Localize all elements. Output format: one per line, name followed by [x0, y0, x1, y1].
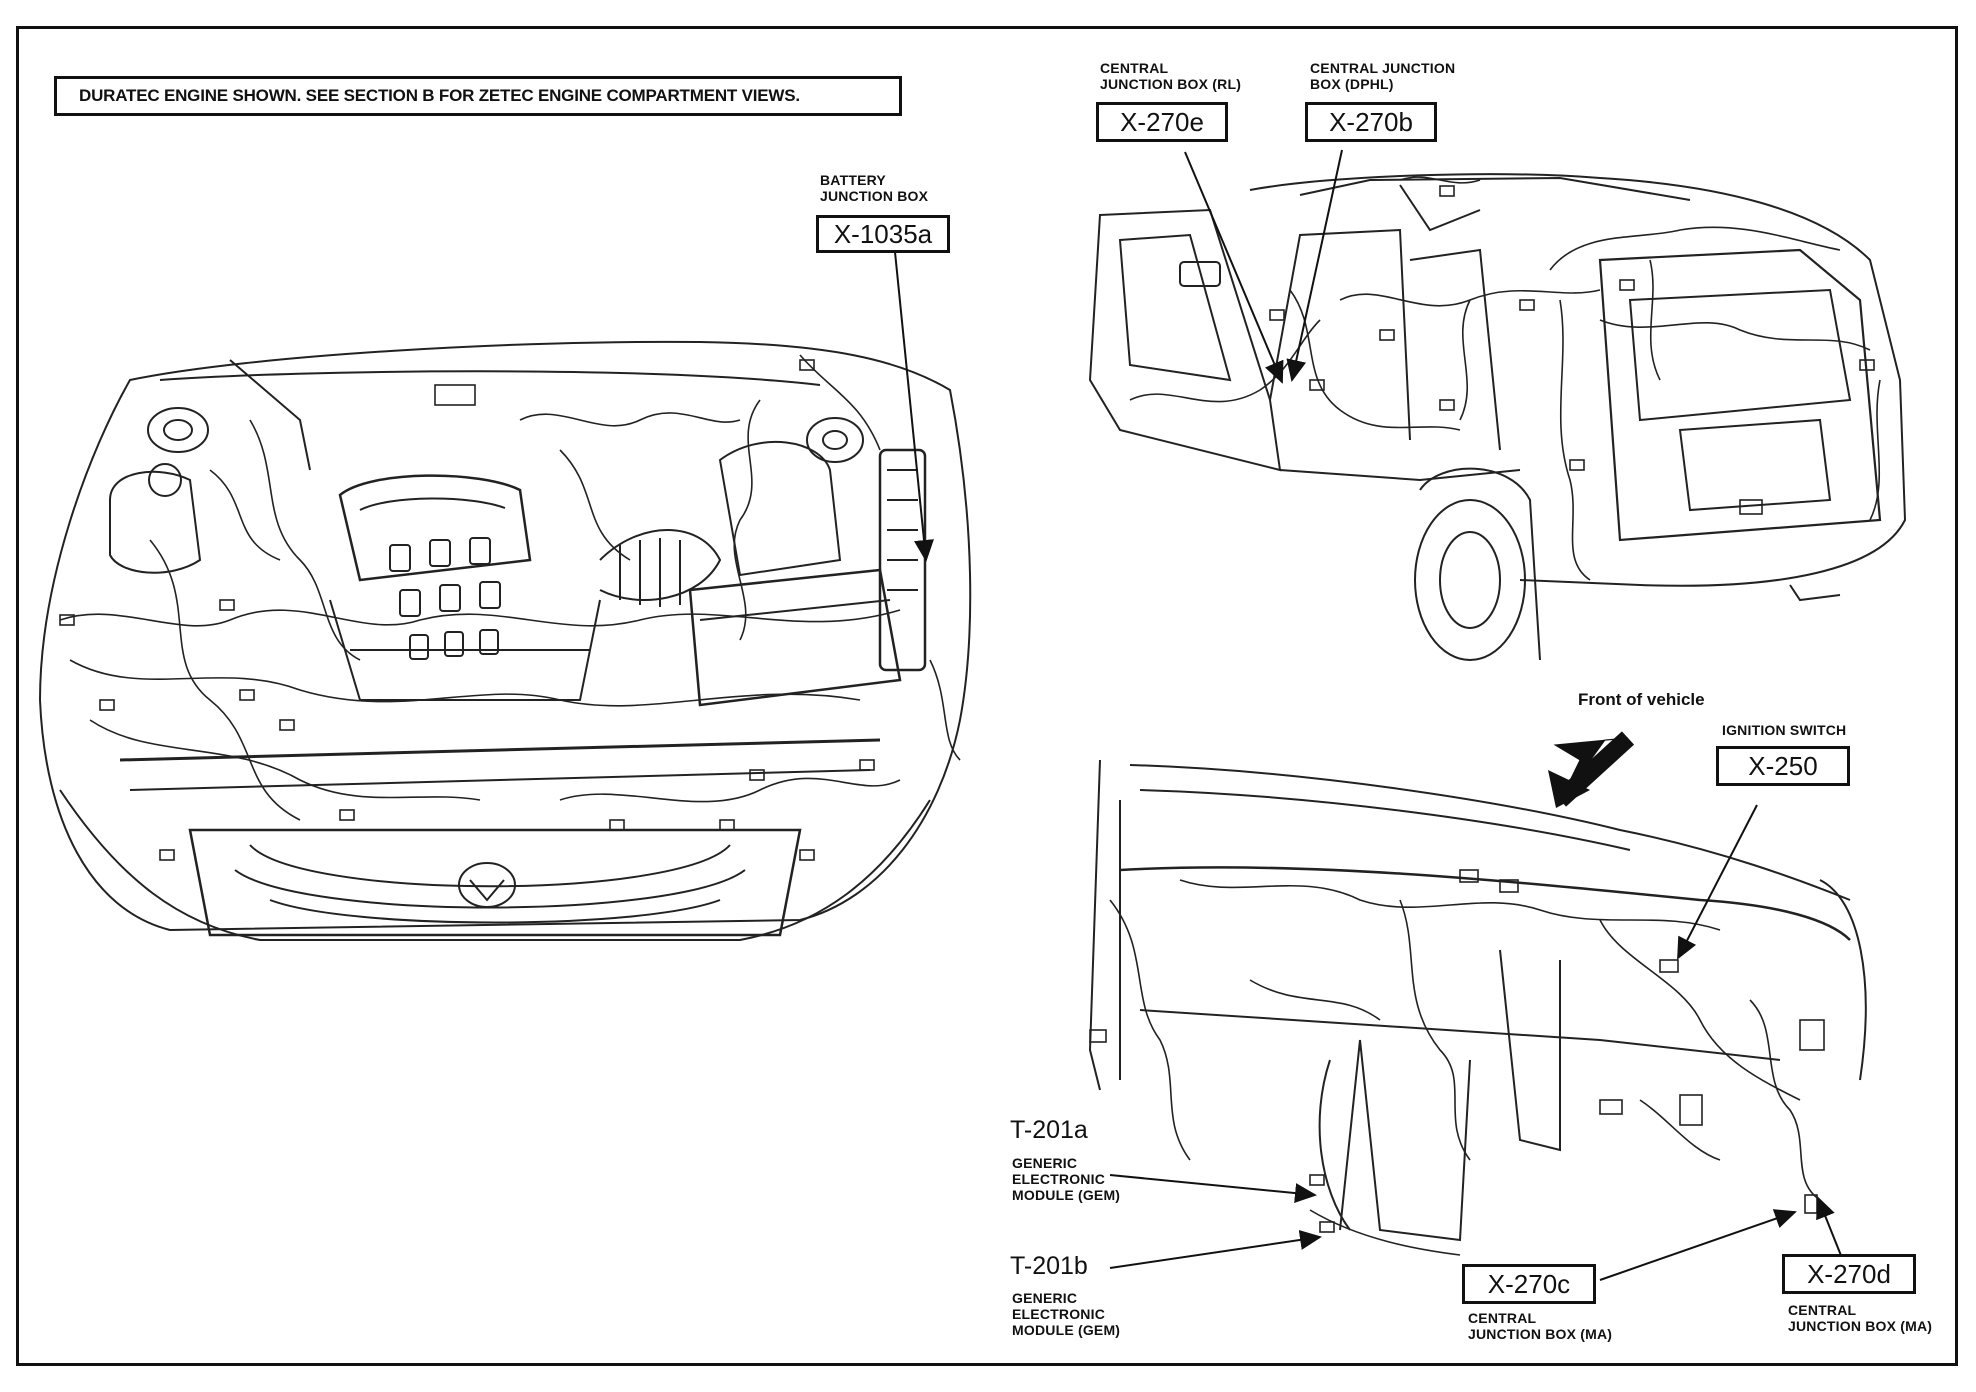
t-201a-label: T-201a	[1010, 1116, 1088, 1144]
t-201a-caption: GENERIC ELECTRONIC MODULE (GEM)	[1012, 1155, 1121, 1203]
cjb-dphl-caption: CENTRAL JUNCTION BOX (DPHL)	[1310, 60, 1456, 92]
engine-bay-drawing	[38, 340, 972, 941]
x-250-callout: X-250	[1716, 746, 1850, 786]
instrument-panel-drawing	[1088, 759, 1867, 1256]
battery-junction-box-caption: BATTERY JUNCTION BOX	[820, 172, 929, 204]
front-of-vehicle-label: Front of vehicle	[1578, 690, 1705, 709]
x-270e-callout: X-270e	[1096, 102, 1228, 142]
x-1035a-callout: X-1035a	[816, 215, 950, 253]
engine-note-box: DURATEC ENGINE SHOWN. SEE SECTION B FOR …	[54, 76, 902, 116]
x-270c-callout: X-270c	[1462, 1264, 1596, 1304]
vehicle-interior-drawing	[1088, 173, 1907, 661]
x-270d-caption: CENTRAL JUNCTION BOX (MA)	[1788, 1302, 1933, 1334]
cjb-rl-caption: CENTRAL JUNCTION BOX (RL)	[1100, 60, 1242, 92]
diagram-frame	[16, 26, 1958, 1366]
x-270d-callout: X-270d	[1782, 1254, 1916, 1294]
ignition-switch-caption: IGNITION SWITCH	[1722, 722, 1847, 738]
x-270c-caption: CENTRAL JUNCTION BOX (MA)	[1468, 1310, 1613, 1342]
leader-lines	[894, 149, 1843, 1281]
t-201b-caption: GENERIC ELECTRONIC MODULE (GEM)	[1012, 1290, 1121, 1338]
t-201b-label: T-201b	[1010, 1252, 1088, 1280]
x-270b-callout: X-270b	[1305, 102, 1437, 142]
